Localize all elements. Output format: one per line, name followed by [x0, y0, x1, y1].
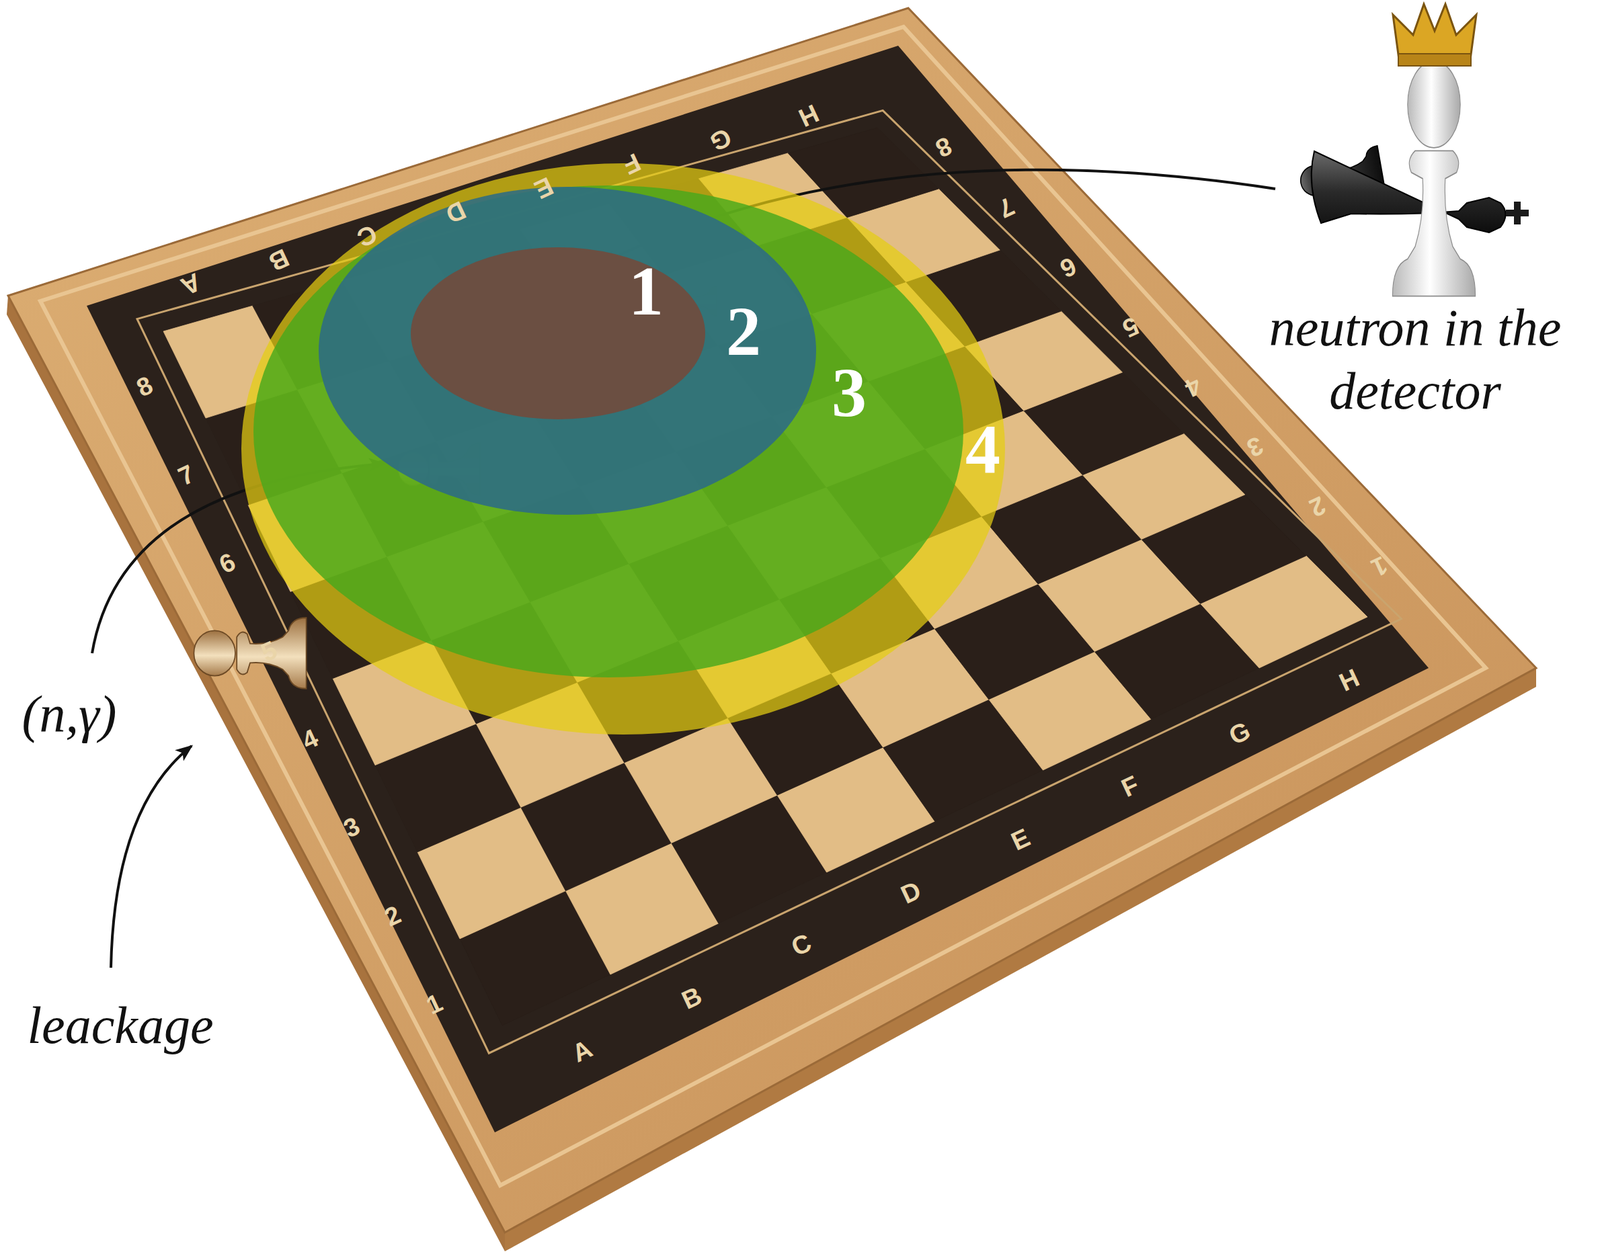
board-coordinate: B — [678, 982, 706, 1014]
board-coordinate: 3 — [1243, 432, 1267, 462]
shell-ellipse — [253, 185, 964, 678]
board-coordinate: 2 — [1305, 492, 1330, 522]
board-coordinate: C — [787, 929, 816, 961]
board-coordinate: 1 — [422, 989, 446, 1019]
board-inner-line — [137, 110, 1402, 1054]
board-coordinate: 6 — [1056, 252, 1081, 282]
board-frame — [8, 8, 1537, 1233]
board-coordinate: D — [897, 876, 926, 908]
board-coordinate: 4 — [1181, 372, 1205, 402]
king-cross — [1505, 201, 1529, 225]
board-coordinate: 5 — [256, 636, 281, 666]
board-coordinate: 3 — [339, 813, 364, 843]
pawn-capture — [397, 443, 480, 496]
board-coordinate: 7 — [174, 460, 198, 490]
board-coordinate: H — [1335, 664, 1364, 696]
board-coordinate: B — [264, 244, 293, 276]
shell-region: 1 — [410, 247, 706, 420]
board-band — [86, 45, 1429, 1133]
crown-band — [1398, 53, 1471, 66]
pawn-detector — [533, 288, 568, 337]
frame-bevel — [40, 26, 1486, 1186]
board-squares — [137, 110, 1402, 1054]
white-pawn — [1392, 61, 1475, 297]
board-coordinate: 8 — [932, 133, 956, 163]
shell-ellipse — [410, 247, 706, 420]
leakage-label: leackage — [26, 994, 214, 1058]
shell-ellipse — [318, 186, 817, 515]
pawn-leakage — [193, 617, 306, 690]
region-number: 1 — [628, 256, 664, 327]
board-coordinate: A — [568, 1035, 597, 1067]
caption-text: neutron in the detector — [1240, 296, 1590, 423]
board-coordinate: E — [1007, 824, 1034, 855]
region-number: 4 — [965, 414, 1001, 485]
board-coordinate: 6 — [215, 548, 240, 578]
board-coordinate: 2 — [380, 901, 405, 931]
shell-region: 4321 — [241, 163, 1006, 735]
board-coordinate: G — [705, 123, 735, 156]
reaction-label: (n,γ) — [21, 683, 117, 747]
black-king — [1311, 151, 1506, 233]
region-number: 2 — [726, 296, 762, 367]
board-coordinate: F — [1117, 771, 1143, 802]
board-coordinate: 1 — [1367, 551, 1391, 581]
pawn-region — [668, 286, 717, 316]
detector-disk — [494, 286, 577, 388]
board-coordinate: 5 — [1118, 312, 1143, 342]
board-coordinate: G — [1225, 717, 1255, 749]
shell-ellipse — [241, 163, 1006, 735]
shell-region: 321 — [253, 185, 964, 678]
region-number: 3 — [831, 357, 867, 428]
board-coordinate: 8 — [133, 372, 157, 402]
board-coordinate: H — [794, 100, 823, 132]
shell-region: 21 — [318, 186, 817, 515]
board-coordinate: 7 — [994, 192, 1018, 222]
board-coordinate: A — [176, 268, 205, 300]
arrow — [110, 746, 192, 969]
board-coordinate: 4 — [297, 725, 322, 755]
